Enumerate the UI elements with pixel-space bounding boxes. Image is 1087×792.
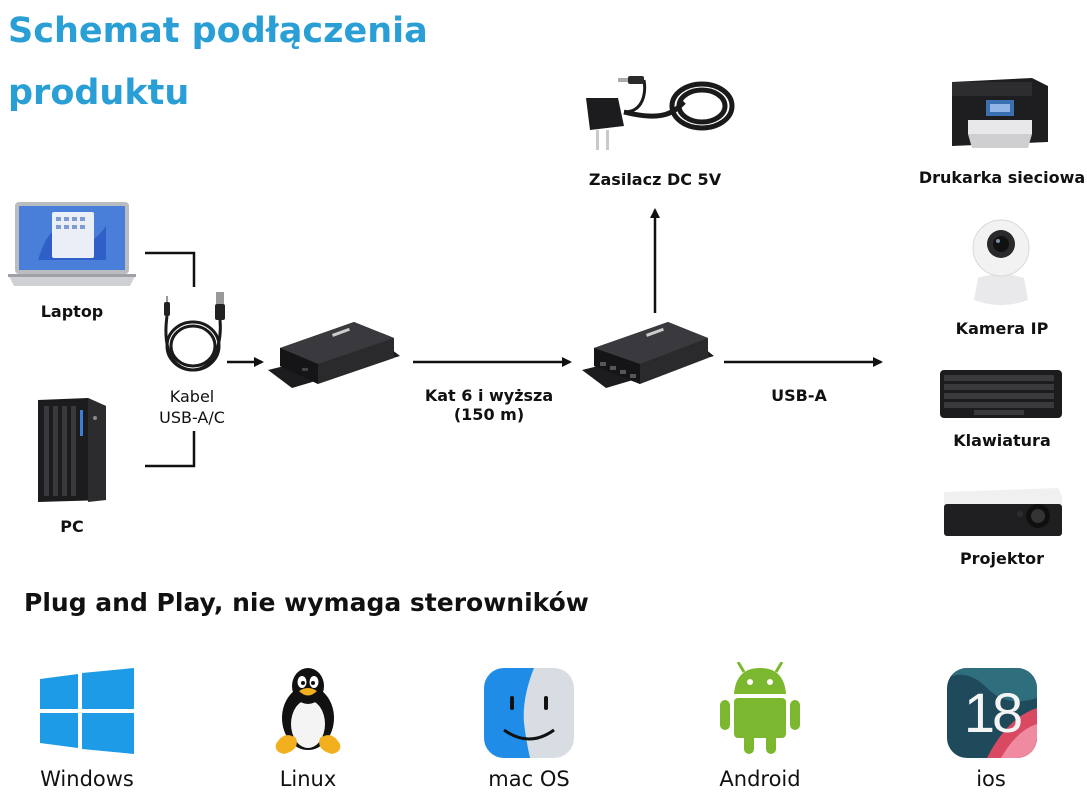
- os-label-macos: mac OS: [488, 767, 570, 791]
- link-cable-label: Kat 6 i wyższa (150 m): [414, 386, 564, 424]
- projector-label: Projektor: [959, 549, 1045, 568]
- cable-label: Kabel USB-A/C: [143, 386, 241, 428]
- usb-a-label: USB-A: [771, 386, 827, 405]
- ip-camera-label: Kamera IP: [955, 319, 1049, 338]
- android-icon: [720, 662, 800, 754]
- linux-tux-icon: [275, 668, 341, 754]
- windows-icon: [40, 668, 134, 754]
- transmitter-unit: [268, 322, 400, 388]
- page-title: Schemat podłączenia produktu: [8, 11, 428, 113]
- keyboard-label: Klawiatura: [953, 431, 1051, 450]
- printer-label: Drukarka sieciowa: [918, 168, 1086, 187]
- ios-icon-graphic: [947, 668, 1037, 758]
- pc-label: PC: [60, 517, 84, 536]
- laptop-icon: [8, 202, 136, 286]
- cable-label-text: Kabel USB-A/C: [159, 387, 225, 427]
- os-label-android: Android: [719, 767, 801, 791]
- laptop-label: Laptop: [40, 302, 104, 321]
- laptop-line: [145, 251, 196, 287]
- compat-title: Plug and Play, nie wymaga sterowników: [24, 588, 589, 617]
- os-label-linux: Linux: [279, 767, 337, 791]
- keyboard-icon: [940, 370, 1062, 418]
- os-label-ios: ios: [976, 767, 1006, 791]
- printer-icon: [952, 78, 1048, 148]
- projector-icon: [944, 488, 1062, 536]
- pc-tower-icon: [38, 398, 106, 502]
- ip-camera-icon: [972, 219, 1030, 305]
- ios-version-badge: 18: [963, 681, 1023, 744]
- receiver-unit: [582, 322, 714, 388]
- pc-line: [145, 431, 196, 468]
- macos-finder-icon: [484, 668, 574, 758]
- os-label-windows: Windows: [40, 767, 134, 791]
- usb-cable-icon: [164, 292, 225, 372]
- link-cable-text: Kat 6 i wyższa (150 m): [424, 386, 554, 424]
- power-adapter-icon: [586, 76, 735, 150]
- power-supply-label: Zasilacz DC 5V: [588, 170, 722, 189]
- ios-icon: 18: [947, 668, 1037, 758]
